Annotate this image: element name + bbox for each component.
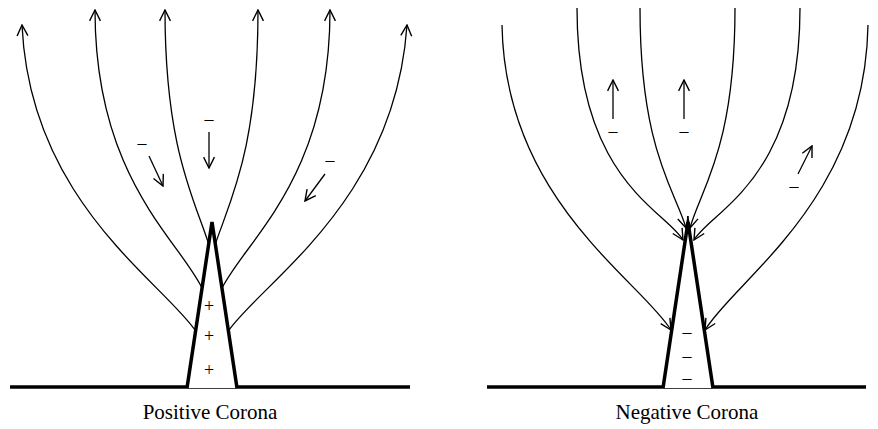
field-line (95, 10, 203, 290)
electron-sign: – (138, 134, 147, 152)
electron-arrow (305, 174, 325, 201)
field-line (705, 25, 868, 330)
field-line (690, 8, 735, 228)
charge-sign: – (683, 369, 692, 387)
field-line (694, 8, 800, 240)
positive-electron-arrows (149, 132, 325, 201)
caption: Negative Corona (616, 402, 759, 423)
caption: Positive Corona (143, 402, 278, 423)
electron-arrow (149, 156, 163, 186)
field-line (215, 10, 258, 245)
electron-arrow (208, 132, 209, 168)
electron-sign: – (680, 122, 689, 140)
field-line (165, 10, 209, 245)
field-line (229, 25, 407, 330)
field-line (577, 8, 683, 240)
field-line (221, 10, 330, 290)
field-line (502, 25, 671, 330)
electron-sign: – (326, 151, 335, 169)
charge-sign: + (204, 297, 214, 315)
electron-sign: – (609, 122, 618, 140)
electron-arrow (612, 80, 613, 119)
field-line (22, 25, 195, 330)
electron-arrow (683, 80, 684, 119)
electron-arrow (798, 146, 812, 174)
charge-sign: + (204, 327, 214, 345)
electron-sign: – (790, 177, 799, 195)
needle-electrode (663, 222, 713, 388)
negative-electron-arrows (613, 80, 812, 174)
charge-sign: – (683, 347, 692, 365)
electron-sign: – (205, 110, 214, 128)
needle-electrode (187, 222, 237, 388)
charge-sign: – (683, 323, 692, 341)
field-line (640, 8, 686, 228)
charge-sign: + (204, 361, 214, 379)
